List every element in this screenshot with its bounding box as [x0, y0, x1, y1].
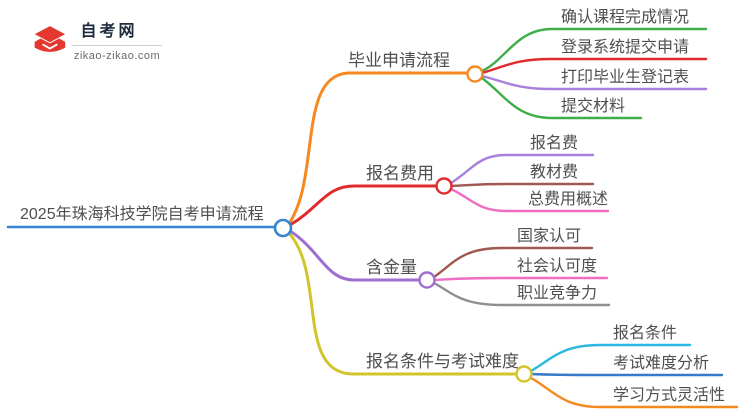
connector-root-branch3 — [288, 229, 421, 282]
child-node-submit-materials[interactable]: 提交材料 — [561, 98, 626, 115]
connector-branch3-child2 — [432, 276, 609, 282]
branch-node-graduation-application[interactable]: 毕业申请流程 — [348, 51, 450, 70]
connector-branch3-child1 — [432, 246, 594, 279]
child-node-registration-requirements[interactable]: 报名条件 — [613, 325, 678, 342]
connector-branch1-child2 — [480, 57, 708, 75]
connector-branch4-child2 — [529, 372, 724, 377]
child-node-print-form[interactable]: 打印毕业生登记表 — [561, 69, 690, 86]
logo-graduation-cap-icon — [27, 22, 68, 58]
branch-node-requirements-difficulty[interactable]: 报名条件与考试难度 — [366, 352, 519, 371]
connector-branch1-child1 — [480, 27, 708, 73]
child-node-textbook-fee[interactable]: 教材费 — [530, 164, 579, 181]
branch3-node-handle[interactable] — [418, 271, 436, 289]
branch-node-fees[interactable]: 报名费用 — [366, 164, 434, 183]
child-node-confirm-courses[interactable]: 确认课程完成情况 — [561, 9, 690, 26]
child-node-total-cost[interactable]: 总费用概述 — [528, 191, 609, 208]
connector-branch4-child1 — [529, 343, 692, 373]
connector-root-branch4 — [287, 231, 518, 376]
root-node-handle[interactable] — [273, 218, 293, 238]
child-node-login-submit[interactable]: 登录系统提交申请 — [561, 39, 690, 56]
connector-branch2-child2 — [449, 182, 595, 188]
connector-branch3-child3 — [432, 281, 611, 307]
child-node-study-flexibility[interactable]: 学习方式灵活性 — [613, 387, 726, 404]
connector-root-branch1 — [288, 71, 469, 224]
logo: 自考网 zikao-zikao.com — [26, 16, 176, 64]
child-node-national-recognition[interactable]: 国家认可 — [517, 228, 582, 245]
connector-branch2-child3 — [449, 187, 610, 213]
branch-node-value[interactable]: 含金量 — [366, 258, 417, 277]
logo-title: 自考网 — [80, 23, 138, 40]
logo-domain: zikao-zikao.com — [73, 50, 161, 62]
connector-branch2-child1 — [449, 153, 595, 185]
branch1-node-handle[interactable] — [466, 65, 484, 83]
branch4-node-handle[interactable] — [515, 365, 533, 383]
root-node[interactable]: 2025年珠海科技学院自考申请流程 — [20, 206, 264, 223]
connector-branch4-child3 — [529, 376, 739, 409]
child-node-career-competitiveness[interactable]: 职业竞争力 — [517, 285, 598, 302]
logo-divider — [72, 45, 162, 46]
child-node-social-recognition[interactable]: 社会认可度 — [517, 258, 598, 275]
connector-branch1-child3 — [480, 74, 708, 91]
child-node-registration-fee[interactable]: 报名费 — [530, 135, 579, 152]
connector-branch1-child4 — [480, 76, 643, 120]
connector-root-branch2 — [288, 184, 438, 227]
child-node-difficulty-analysis[interactable]: 考试难度分析 — [613, 355, 710, 372]
branch2-node-handle[interactable] — [435, 177, 453, 195]
